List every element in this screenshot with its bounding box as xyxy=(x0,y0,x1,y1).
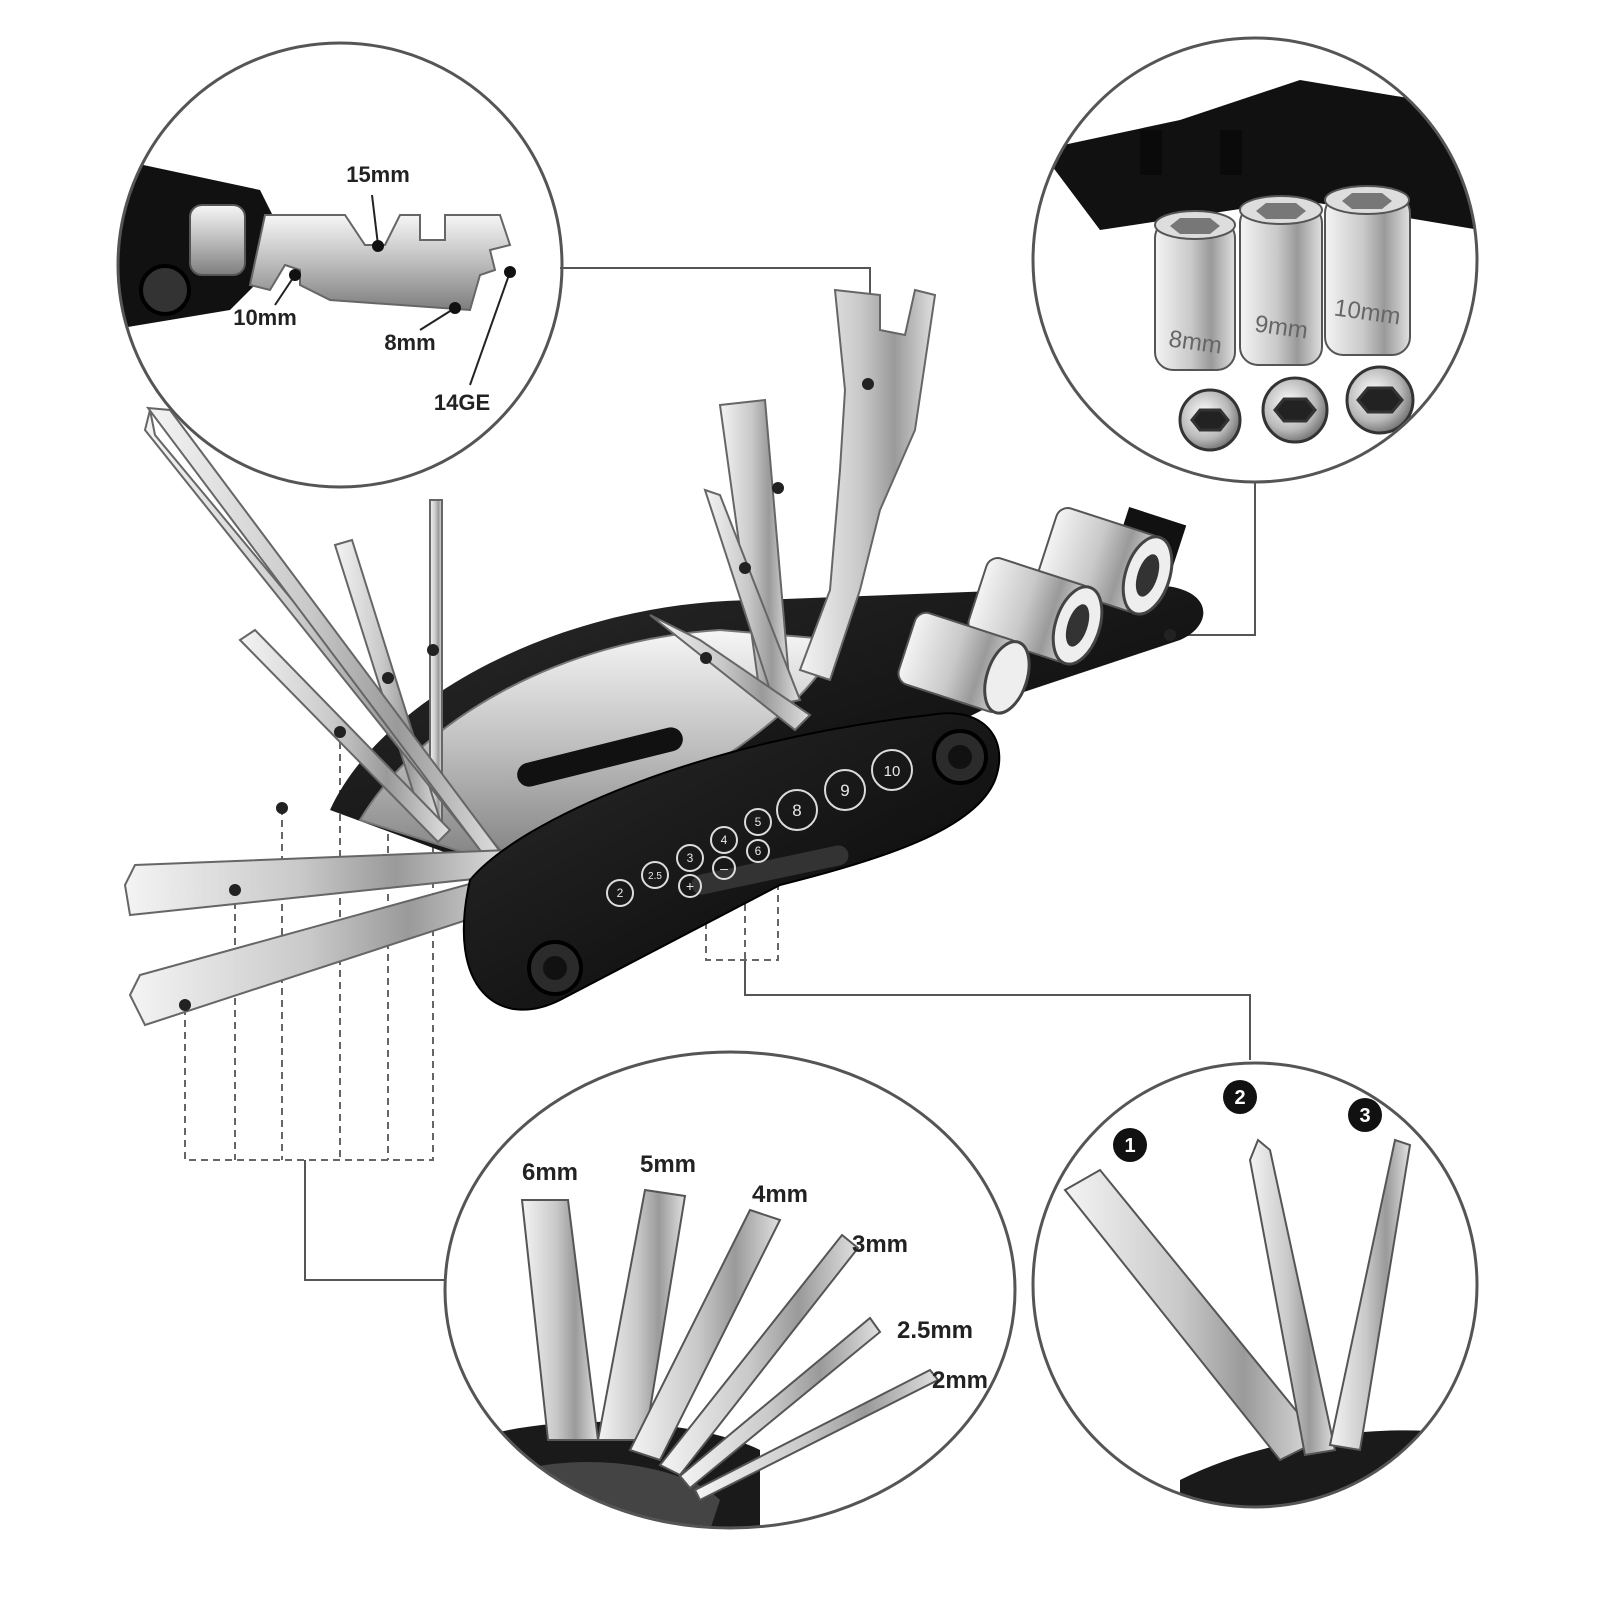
mark-2-5: 2.5 xyxy=(648,871,662,882)
wrench-connector xyxy=(560,267,871,385)
label-15mm: 15mm xyxy=(346,162,410,187)
body-size-marks xyxy=(606,749,913,907)
socket-10mm xyxy=(1324,185,1411,356)
screwdriver-callout: 1 2 3 xyxy=(1031,1061,1479,1509)
socket-9mm xyxy=(1239,195,1323,366)
hexkey-2-5mm xyxy=(678,1316,882,1490)
mark-4: 4 xyxy=(721,833,728,847)
socket-callout: 8mm 9mm 10mm xyxy=(1031,36,1479,484)
slot xyxy=(517,727,683,787)
label-14ge: 14GE xyxy=(434,390,490,415)
label-6mm: 6mm xyxy=(522,1159,578,1186)
label-3mm: 3mm xyxy=(852,1231,908,1258)
mounted-sockets xyxy=(897,506,1187,715)
hexkey-connector xyxy=(304,1160,445,1281)
mark-3: 3 xyxy=(687,851,694,865)
marker-1: 1 xyxy=(1124,1135,1135,1157)
screwdriver-connector xyxy=(744,960,1251,1060)
socket-8mm xyxy=(1154,210,1236,371)
mark-2: 2 xyxy=(617,886,624,900)
callout-dots xyxy=(179,378,1176,1011)
flat-bit-3 xyxy=(649,614,812,732)
hexkey-callout: 6mm 5mm 4mm 3mm 2.5mm 2mm xyxy=(443,1050,1017,1530)
label-10mm: 10mm xyxy=(233,305,297,330)
hexkey-2mm xyxy=(693,1368,940,1502)
marker-2: 2 xyxy=(1234,1087,1245,1109)
label-5mm: 5mm xyxy=(640,1151,696,1178)
label-8mm: 8mm xyxy=(384,330,435,355)
mark-5: 5 xyxy=(755,815,762,829)
mark-10: 10 xyxy=(884,763,901,780)
wrench-callout: 15mm 10mm 8mm 14GE xyxy=(116,41,564,489)
mark-8: 8 xyxy=(792,801,801,820)
mark-9: 9 xyxy=(840,781,849,800)
hexkey-6mm xyxy=(520,1199,600,1441)
mark-plus: + xyxy=(686,878,694,894)
flat-bit xyxy=(1328,1138,1412,1452)
wrench-blade xyxy=(798,288,937,682)
mark-minus: – xyxy=(720,860,728,876)
hexkey-4mm xyxy=(628,1208,782,1462)
mark-6: 6 xyxy=(755,844,762,858)
hex-keys-fan xyxy=(123,406,530,1027)
phillips-bit-2 xyxy=(703,488,802,707)
socket-connector xyxy=(1170,482,1256,636)
phillips-bit xyxy=(1248,1138,1337,1457)
label-2mm: 2mm xyxy=(932,1367,988,1394)
marker-3: 3 xyxy=(1359,1105,1370,1127)
bit-markers: 1 2 3 xyxy=(1113,1080,1382,1162)
multitool-main: 2 2.5 3 4 5 6 8 9 10 + – xyxy=(123,288,1204,1027)
label-4mm: 4mm xyxy=(752,1181,808,1208)
label-2-5mm: 2.5mm xyxy=(897,1317,973,1344)
